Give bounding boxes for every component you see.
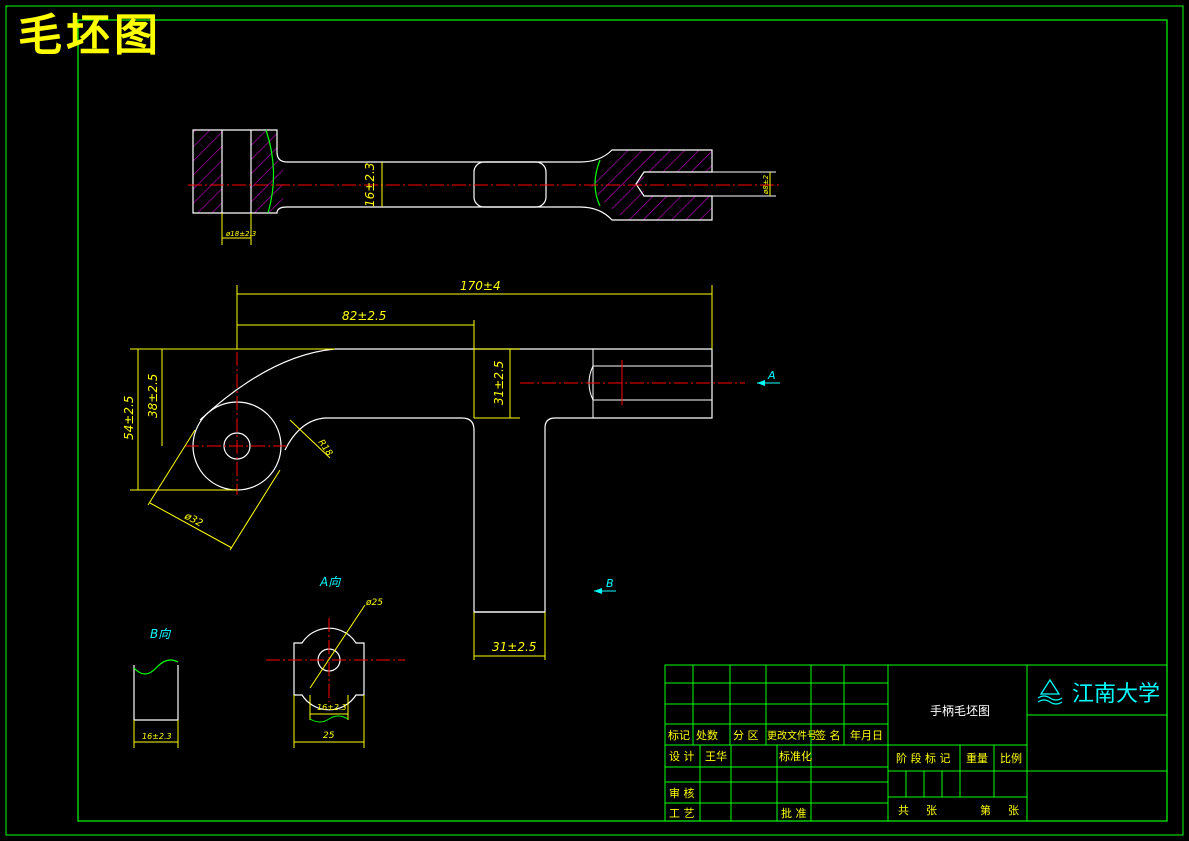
- sheet-unit-label: 张: [1008, 804, 1019, 817]
- view-a-label: A向: [319, 575, 341, 589]
- view-arrow-b: B: [606, 577, 614, 590]
- col-count: 处数: [696, 729, 718, 742]
- dim-view-a-inner: 16±2.3: [317, 703, 347, 712]
- col-mark: 标记: [668, 728, 690, 742]
- dim-overall-length: 170±4: [460, 279, 501, 293]
- dim-view-b-width: 16±2.3: [142, 732, 172, 741]
- outer-frame: [5, 5, 1184, 836]
- title-block: [664, 664, 1168, 822]
- dim-left-hole: ø18±2.3: [225, 230, 256, 238]
- designer-name: 王华: [705, 749, 727, 763]
- view-a: A向 ø25 16±2.3 25: [266, 575, 405, 748]
- col-sign: 签 名: [815, 728, 841, 742]
- dim-right-hole: ø8±2: [762, 174, 770, 195]
- dim-arm-height: 31±2.5: [492, 361, 506, 405]
- school-name: 江南大学: [1072, 682, 1160, 707]
- view-b-label: B向: [150, 627, 171, 641]
- school-logo-icon: [1037, 678, 1063, 705]
- stage-label: 阶 段 标 记: [896, 751, 951, 765]
- dim-stem-width: 31±2.5: [492, 640, 536, 654]
- standard-label: 标准化: [779, 749, 812, 763]
- col-zone: 分 区: [733, 729, 759, 742]
- scale-label: 比例: [1000, 751, 1022, 765]
- col-date: 年月日: [850, 728, 883, 742]
- total-label: 共: [898, 804, 909, 817]
- part-name: 手柄毛坯图: [930, 704, 990, 718]
- sheet-title: 毛坯图: [18, 10, 162, 61]
- design-label: 设 计: [669, 750, 695, 763]
- sheet-no-label: 第: [980, 803, 991, 817]
- dim-view-a-diameter: ø25: [365, 598, 383, 608]
- approve-label: 批 准: [781, 806, 807, 820]
- sheets-label: 张: [926, 804, 937, 817]
- dim-overall-height: 54±2.5: [122, 396, 136, 440]
- process-label: 工 艺: [669, 807, 695, 820]
- title-block-text: 手柄毛坯图 江南大学 标记 处数 分 区 更改文件号 签 名 年月日 设 计 王…: [668, 678, 1160, 820]
- view-b: B向 16±2.3: [133, 627, 179, 748]
- inner-frame: [77, 19, 1168, 822]
- view-arrow-a: A: [767, 369, 776, 382]
- weight-label: 重量: [966, 751, 988, 765]
- col-docno: 更改文件号: [767, 729, 817, 742]
- dim-fillet-radius: R18: [316, 438, 335, 458]
- review-label: 审 核: [669, 786, 695, 800]
- front-view: 170±4 82±2.5 54±2.5 38±2.5 31±2.5 R18 ø3…: [122, 279, 780, 660]
- dim-shaft-thickness: 16±2.3: [363, 163, 377, 207]
- top-section-view: 16±2.3 ø18±2.3 ø8±2: [188, 129, 780, 245]
- dim-hub-height: 38±2.5: [146, 374, 160, 418]
- dim-view-a-width: 25: [323, 731, 335, 741]
- dim-length-to-stem: 82±2.5: [342, 309, 386, 323]
